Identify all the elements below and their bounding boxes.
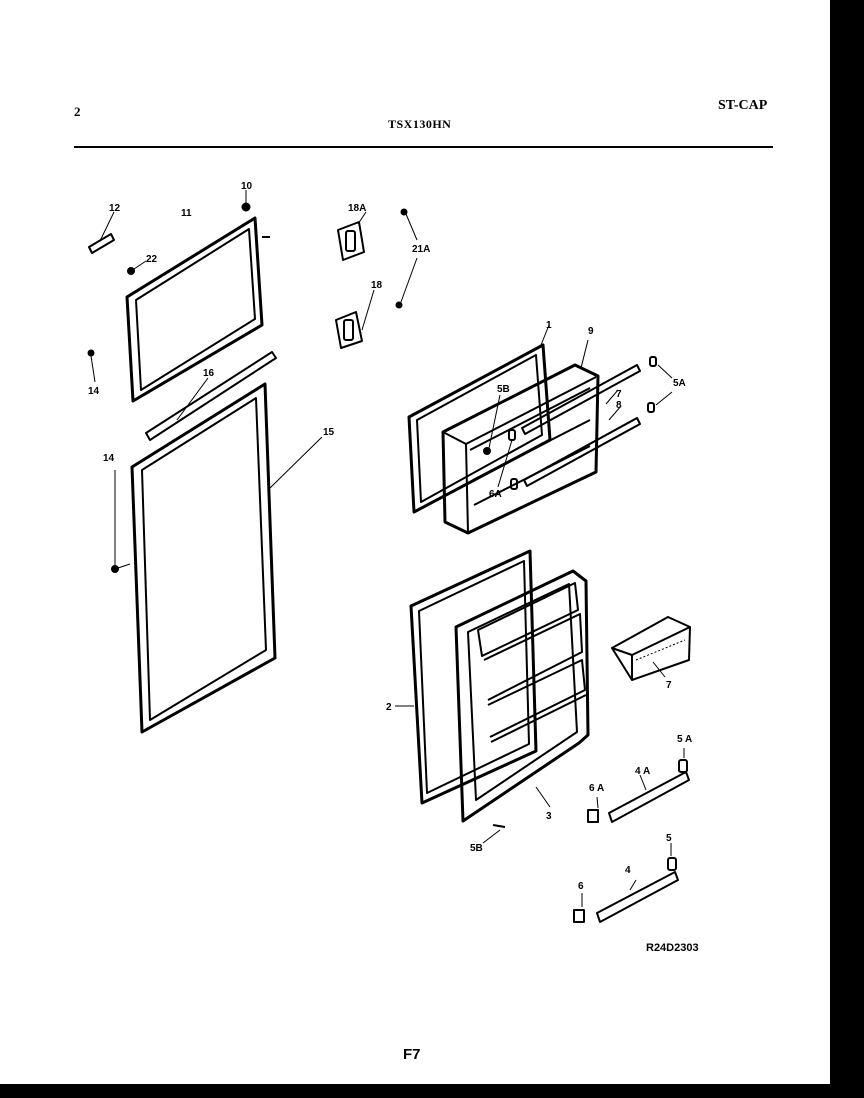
callout-18a: 18A (348, 203, 366, 214)
part-15-fresh-food-gasket (130, 382, 323, 734)
part-5b-6a-freezer-clips (483, 394, 518, 490)
header-rule (74, 146, 773, 148)
part-4a-shelf-bar (587, 748, 690, 823)
callout-6a-upper: 6A (489, 489, 502, 500)
part-14-screw-upper (87, 349, 96, 383)
part-3-fresh-food-door-liner (454, 569, 590, 823)
part-4-shelf-bar (573, 843, 679, 923)
callout-4: 4 (625, 865, 631, 876)
catalog-code: ST-CAP (718, 98, 768, 113)
part-5a-clips-upper (647, 356, 673, 413)
callout-9: 9 (588, 326, 594, 337)
drawing-reference-number: R24D2303 (646, 942, 699, 954)
page-number: 2 (74, 104, 81, 119)
callout-18: 18 (371, 280, 383, 291)
part-18a-handle (337, 211, 367, 261)
callout-12: 12 (109, 203, 121, 214)
callout-10: 10 (241, 181, 253, 192)
callout-21a: 21A (412, 244, 430, 255)
callout-14-lower: 14 (103, 453, 115, 464)
callout-14-upper: 14 (88, 386, 100, 397)
callout-6a-lower: 6 A (589, 783, 604, 794)
part-2-fresh-food-door-panel (395, 549, 538, 805)
callout-1: 1 (546, 320, 552, 331)
part-8-shelf-bars (521, 364, 641, 487)
scan-border-bottom (0, 1084, 864, 1098)
part-22-screw (127, 260, 147, 275)
callout-5a-lower: 5 A (677, 734, 692, 745)
part-5b-screw-lower (482, 824, 506, 844)
callout-5: 5 (666, 833, 672, 844)
scan-border-right (830, 0, 864, 1098)
callout-4a: 4 A (635, 766, 650, 777)
callout-7-shelf: 7 (666, 680, 672, 691)
callout-5a-upper: 5A (673, 378, 686, 389)
callout-5b: 5B (497, 384, 510, 395)
callout-3: 3 (546, 811, 552, 822)
part-18-handle (335, 289, 375, 349)
callout-2: 2 (386, 702, 392, 713)
part-7-dairy-shelf (611, 616, 691, 681)
part-16-strip (145, 351, 277, 441)
part-12-strip (88, 211, 115, 254)
callout-8: 8 (616, 400, 622, 411)
callout-6: 6 (578, 881, 584, 892)
model-number: TSX130HN (388, 117, 452, 131)
part-14-screw-lower (111, 470, 131, 573)
part-10-screw (241, 190, 251, 212)
figure-label: F7 (403, 1046, 421, 1063)
callout-5b-lower: 5B (470, 843, 483, 854)
callout-11: 11 (181, 208, 192, 219)
part-9-freezer-door-liner (441, 339, 600, 535)
callout-22: 22 (146, 254, 158, 265)
callout-16: 16 (203, 368, 215, 379)
callout-15: 15 (323, 427, 335, 438)
part-11-freezer-gasket (125, 216, 270, 403)
part-21a-screws (395, 208, 418, 309)
callout-7: 7 (616, 389, 622, 400)
